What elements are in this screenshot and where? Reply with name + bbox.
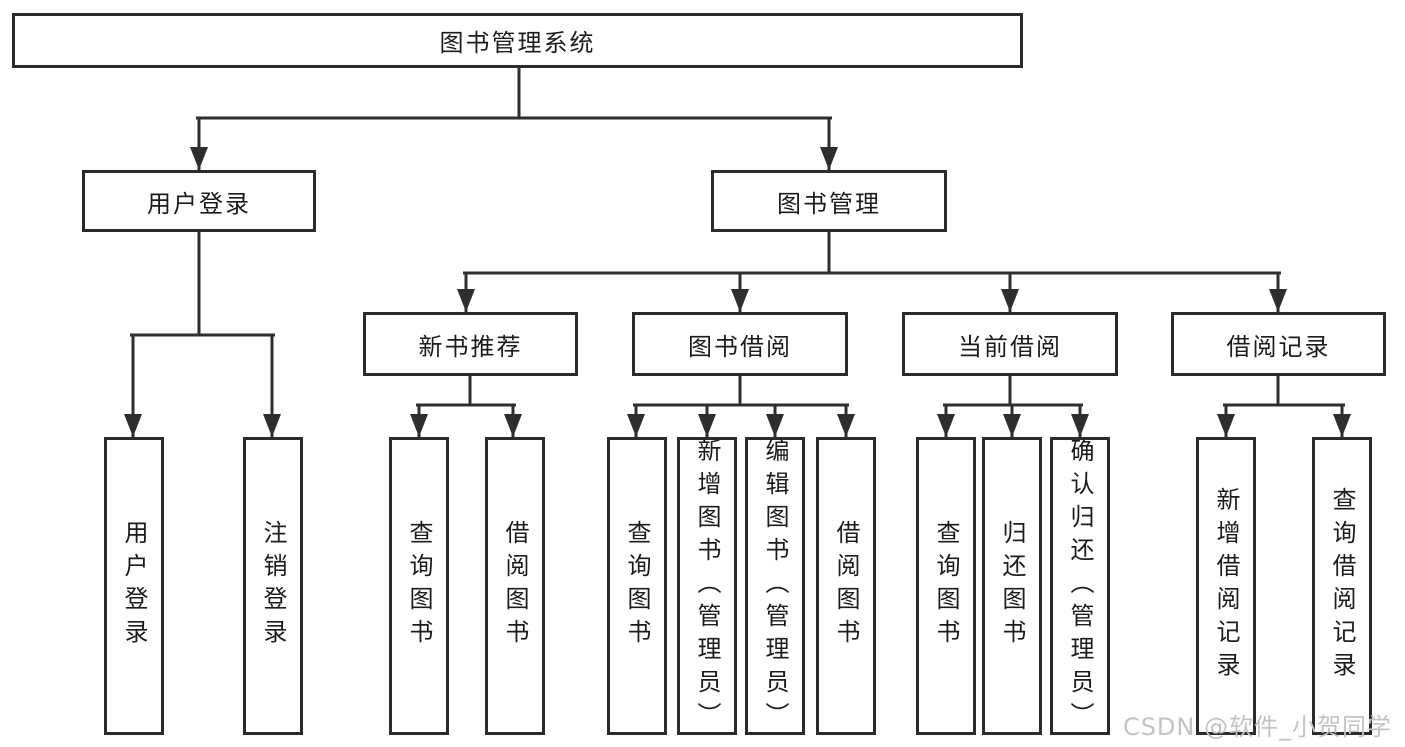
node-label: 借阅记录: [1226, 332, 1331, 361]
leaf-edit-books-admin: 编辑图书（管理员）: [745, 437, 805, 735]
leaf-query-books-3: 查询图书: [916, 437, 976, 735]
leaf-query-borrow-record: 查询借阅记录: [1312, 437, 1372, 735]
node-book-management: 图书管理: [711, 170, 947, 232]
node-label: 新书推荐: [418, 332, 523, 361]
leaf-borrow-books-1: 借阅图书: [485, 437, 545, 735]
leaf-query-books-2: 查询图书: [607, 437, 667, 735]
node-label: 图书管理系统: [439, 29, 596, 57]
node-label: 当前借阅: [958, 332, 1062, 361]
connector-segments: [130, 66, 1345, 407]
leaf-label: 查询图书: [405, 520, 433, 652]
node-book-borrowing: 图书借阅: [632, 312, 848, 376]
node-borrow-records: 借阅记录: [1171, 312, 1386, 376]
leaf-user-login: 用户登录: [104, 437, 164, 735]
leaf-label: 借阅图书: [832, 520, 860, 652]
leaf-label: 编辑图书（管理员）: [761, 437, 789, 735]
leaf-add-borrow-record: 新增借阅记录: [1196, 437, 1256, 735]
leaf-return-books: 归还图书: [982, 437, 1042, 735]
leaf-label: 查询图书: [932, 520, 960, 652]
leaf-label: 新增图书（管理员）: [693, 437, 721, 735]
leaf-label: 归还图书: [998, 520, 1026, 652]
node-library-management-system: 图书管理系统: [12, 13, 1023, 68]
node-user-login: 用户登录: [82, 170, 316, 232]
node-label: 图书借阅: [688, 332, 792, 361]
leaf-label: 查询图书: [623, 520, 651, 652]
leaf-borrow-books-2: 借阅图书: [816, 437, 876, 735]
watermark: CSDN @软件_小贺同学: [1122, 713, 1392, 741]
connector-arrows: [124, 118, 1351, 437]
leaf-label: 新增借阅记录: [1212, 487, 1240, 685]
leaf-query-books-1: 查询图书: [389, 437, 449, 735]
node-new-book-recommendation: 新书推荐: [363, 312, 578, 376]
leaf-label: 用户登录: [120, 520, 148, 652]
node-label: 用户登录: [147, 189, 251, 218]
leaf-label: 确认归还（管理员）: [1066, 437, 1094, 735]
leaf-logout: 注销登录: [243, 437, 303, 735]
leaf-label: 借阅图书: [501, 520, 529, 652]
leaf-confirm-return-admin: 确认归还（管理员）: [1050, 437, 1110, 735]
leaf-label: 查询借阅记录: [1328, 487, 1356, 685]
leaf-label: 注销登录: [259, 520, 287, 652]
node-current-borrowing: 当前借阅: [902, 312, 1118, 376]
node-label: 图书管理: [777, 189, 881, 218]
leaf-add-books-admin: 新增图书（管理员）: [677, 437, 737, 735]
